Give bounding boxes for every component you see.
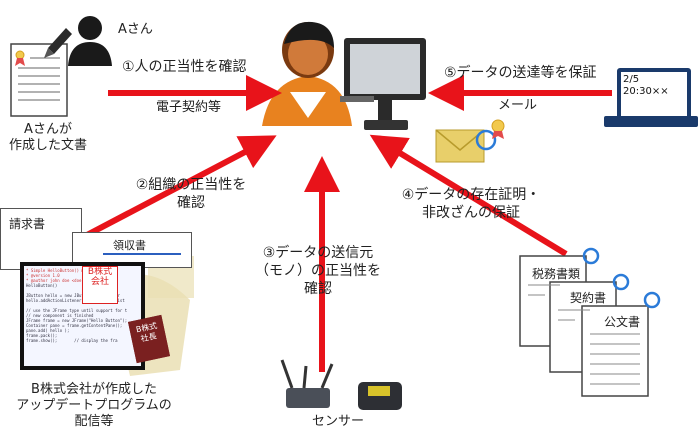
label-3-line-3: 確認 [304, 281, 332, 297]
official-doc-label: 公文書 [604, 315, 641, 329]
arrow-4 [369, 134, 568, 257]
code-line-13: frame.show(); // display the fra [26, 338, 118, 343]
invoice-document: 請求書 [0, 208, 82, 270]
email-envelope-icon [435, 129, 485, 163]
person-a-doc-caption: Aさんが 作成した文書 [8, 122, 88, 154]
company-stamp: B株式 会社 [82, 266, 118, 304]
documents-stack-icon [519, 247, 661, 397]
label-1-sub: 電子契約等 [156, 100, 222, 115]
person-a-doc-caption-line-1: Aさんが [24, 122, 72, 137]
company-caption: B株式会社が作成した アップデートプログラムの 配信等 [14, 382, 174, 430]
invoice-title: 請求書 [9, 217, 46, 231]
company-caption-line-2: アップデートプログラムの [16, 398, 172, 413]
arrow-2 [83, 135, 277, 239]
label-1: ①人の正当性を確認 [122, 59, 247, 75]
code-line-4: HelloButton() [26, 283, 58, 288]
code-line-8: // new component is finished [26, 313, 94, 318]
pen-icon [44, 28, 72, 58]
company-caption-line-1: B株式会社が作成した [31, 382, 157, 397]
code-line-11: pane.add( hello ); [26, 328, 70, 333]
laptop-icon [617, 68, 691, 120]
code-line-9: JFrame frame = new JFrame("Hello Button"… [26, 318, 128, 323]
label-2-line-2: 確認 [177, 195, 205, 211]
tax-doc-label: 税務書類 [532, 267, 581, 281]
receipt-title: 領収書 [113, 239, 146, 252]
company-stamp-line-2: 会社 [90, 277, 109, 287]
person-a-name: Aさん [118, 22, 153, 37]
sensor-device-icon [358, 382, 402, 410]
label-2: ②組織の正当性を 確認 [132, 176, 250, 212]
computer-monitor-icon [340, 38, 426, 130]
label-4-line-2: 非改ざんの保証 [422, 205, 520, 221]
laptop-line-2: 20:30×× [623, 86, 669, 97]
label-5: ⑤データの送達等を保証 [444, 65, 597, 81]
laptop-timestamp: 2/5 20:30×× [623, 74, 669, 98]
person-a-document-icon [10, 43, 68, 117]
label-3: ③データの送信元 （モノ）の正当性を 確認 [248, 244, 388, 298]
sensor-router-icon [280, 359, 334, 408]
code-line-12: frame.pack(); [26, 333, 58, 338]
label-2-line-1: ②組織の正当性を [135, 177, 247, 193]
code-line-10: Container pane = frame.getContentPane(); [26, 323, 123, 328]
label-4: ④データの存在証明・ 非改ざんの保証 [392, 186, 550, 222]
company-stamp-line-1: B株式 [87, 267, 113, 277]
code-line-7: // use the JFrame type until support for… [26, 308, 128, 313]
code-line-2: * @version 1.0 [26, 273, 60, 278]
contract-doc-label: 契約書 [570, 291, 607, 305]
label-4-line-1: ④データの存在証明・ [401, 187, 541, 203]
company-caption-line-3: 配信等 [74, 414, 114, 429]
person-a-doc-caption-line-2: 作成した文書 [8, 138, 87, 153]
sensor-caption: センサー [312, 414, 365, 429]
label-3-line-2: （モノ）の正当性を [255, 263, 381, 279]
person-a-icon [68, 16, 112, 66]
code-screen: * Simple HelloButton() method. * @versio… [20, 262, 145, 370]
laptop-base [604, 116, 698, 127]
label-3-line-1: ③データの送信元 [262, 245, 374, 261]
certificate-seal-icon [475, 119, 505, 151]
central-person-icon [262, 21, 352, 126]
laptop-line-1: 2/5 [623, 74, 640, 85]
label-5-sub: メール [498, 98, 538, 113]
